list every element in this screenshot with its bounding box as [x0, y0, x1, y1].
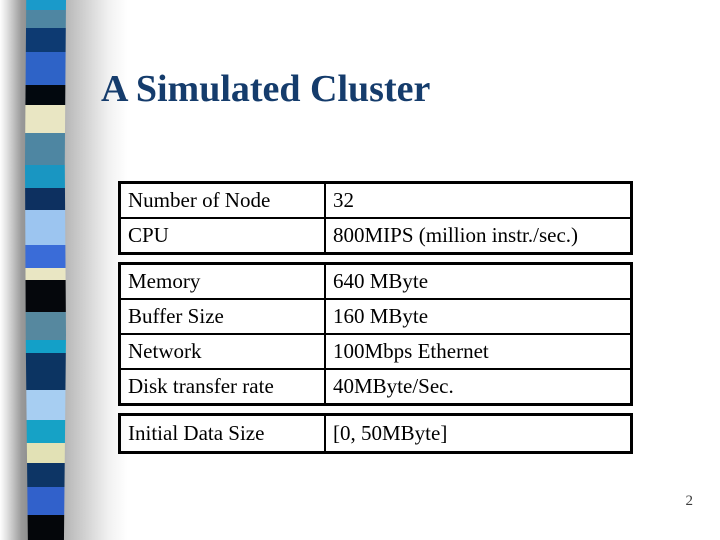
row-value: 160 MByte — [324, 298, 633, 335]
row-label: Memory — [118, 262, 326, 300]
spec-table-section-2: Memory 640 MByte Buffer Size 160 MByte N… — [118, 262, 633, 406]
spec-table-section-3: Initial Data Size [0, 50MByte] — [118, 413, 633, 454]
table-row: Memory 640 MByte — [118, 262, 633, 300]
strip-block — [25, 210, 66, 245]
strip-block — [25, 515, 66, 540]
strip-block — [25, 340, 66, 353]
left-decoration-shadow — [0, 0, 134, 540]
strip-block — [25, 280, 66, 312]
spec-table-section-1: Number of Node 32 CPU 800MIPS (million i… — [118, 181, 633, 255]
spec-table: Number of Node 32 CPU 800MIPS (million i… — [118, 181, 633, 461]
table-row: Network 100Mbps Ethernet — [118, 333, 633, 370]
row-label: Initial Data Size — [118, 413, 326, 454]
row-value: 100Mbps Ethernet — [324, 333, 633, 370]
table-row: Disk transfer rate 40MByte/Sec. — [118, 368, 633, 406]
row-value: 40MByte/Sec. — [324, 368, 633, 406]
strip-block — [25, 165, 66, 188]
slide-title: A Simulated Cluster — [101, 68, 431, 110]
strip-block — [25, 52, 66, 85]
strip-block — [25, 10, 66, 28]
strip-block — [25, 105, 66, 133]
row-label: Disk transfer rate — [118, 368, 326, 406]
strip-block — [25, 420, 66, 443]
row-value: 640 MByte — [324, 262, 633, 300]
strip-block — [25, 443, 66, 463]
strip-block — [25, 268, 66, 280]
strip-block — [25, 245, 66, 268]
strip-block — [25, 312, 66, 340]
row-label: Number of Node — [118, 181, 326, 219]
row-label: Buffer Size — [118, 298, 326, 335]
strip-block — [25, 390, 66, 420]
row-value: [0, 50MByte] — [324, 413, 633, 454]
strip-block — [25, 188, 66, 210]
strip-block — [25, 85, 66, 105]
strip-block — [25, 463, 66, 487]
strip-block — [25, 0, 66, 10]
strip-block — [25, 353, 66, 390]
table-row: CPU 800MIPS (million instr./sec.) — [118, 217, 633, 255]
strip-block — [25, 487, 66, 515]
table-row: Initial Data Size [0, 50MByte] — [118, 413, 633, 454]
table-row: Number of Node 32 — [118, 181, 633, 219]
left-decoration-strip — [25, 0, 66, 540]
page-number: 2 — [685, 493, 694, 509]
row-label: Network — [118, 333, 326, 370]
strip-block — [25, 133, 66, 165]
row-value: 32 — [324, 181, 633, 219]
row-value: 800MIPS (million instr./sec.) — [324, 217, 633, 255]
table-row: Buffer Size 160 MByte — [118, 298, 633, 335]
row-label: CPU — [118, 217, 326, 255]
strip-block — [25, 28, 66, 52]
